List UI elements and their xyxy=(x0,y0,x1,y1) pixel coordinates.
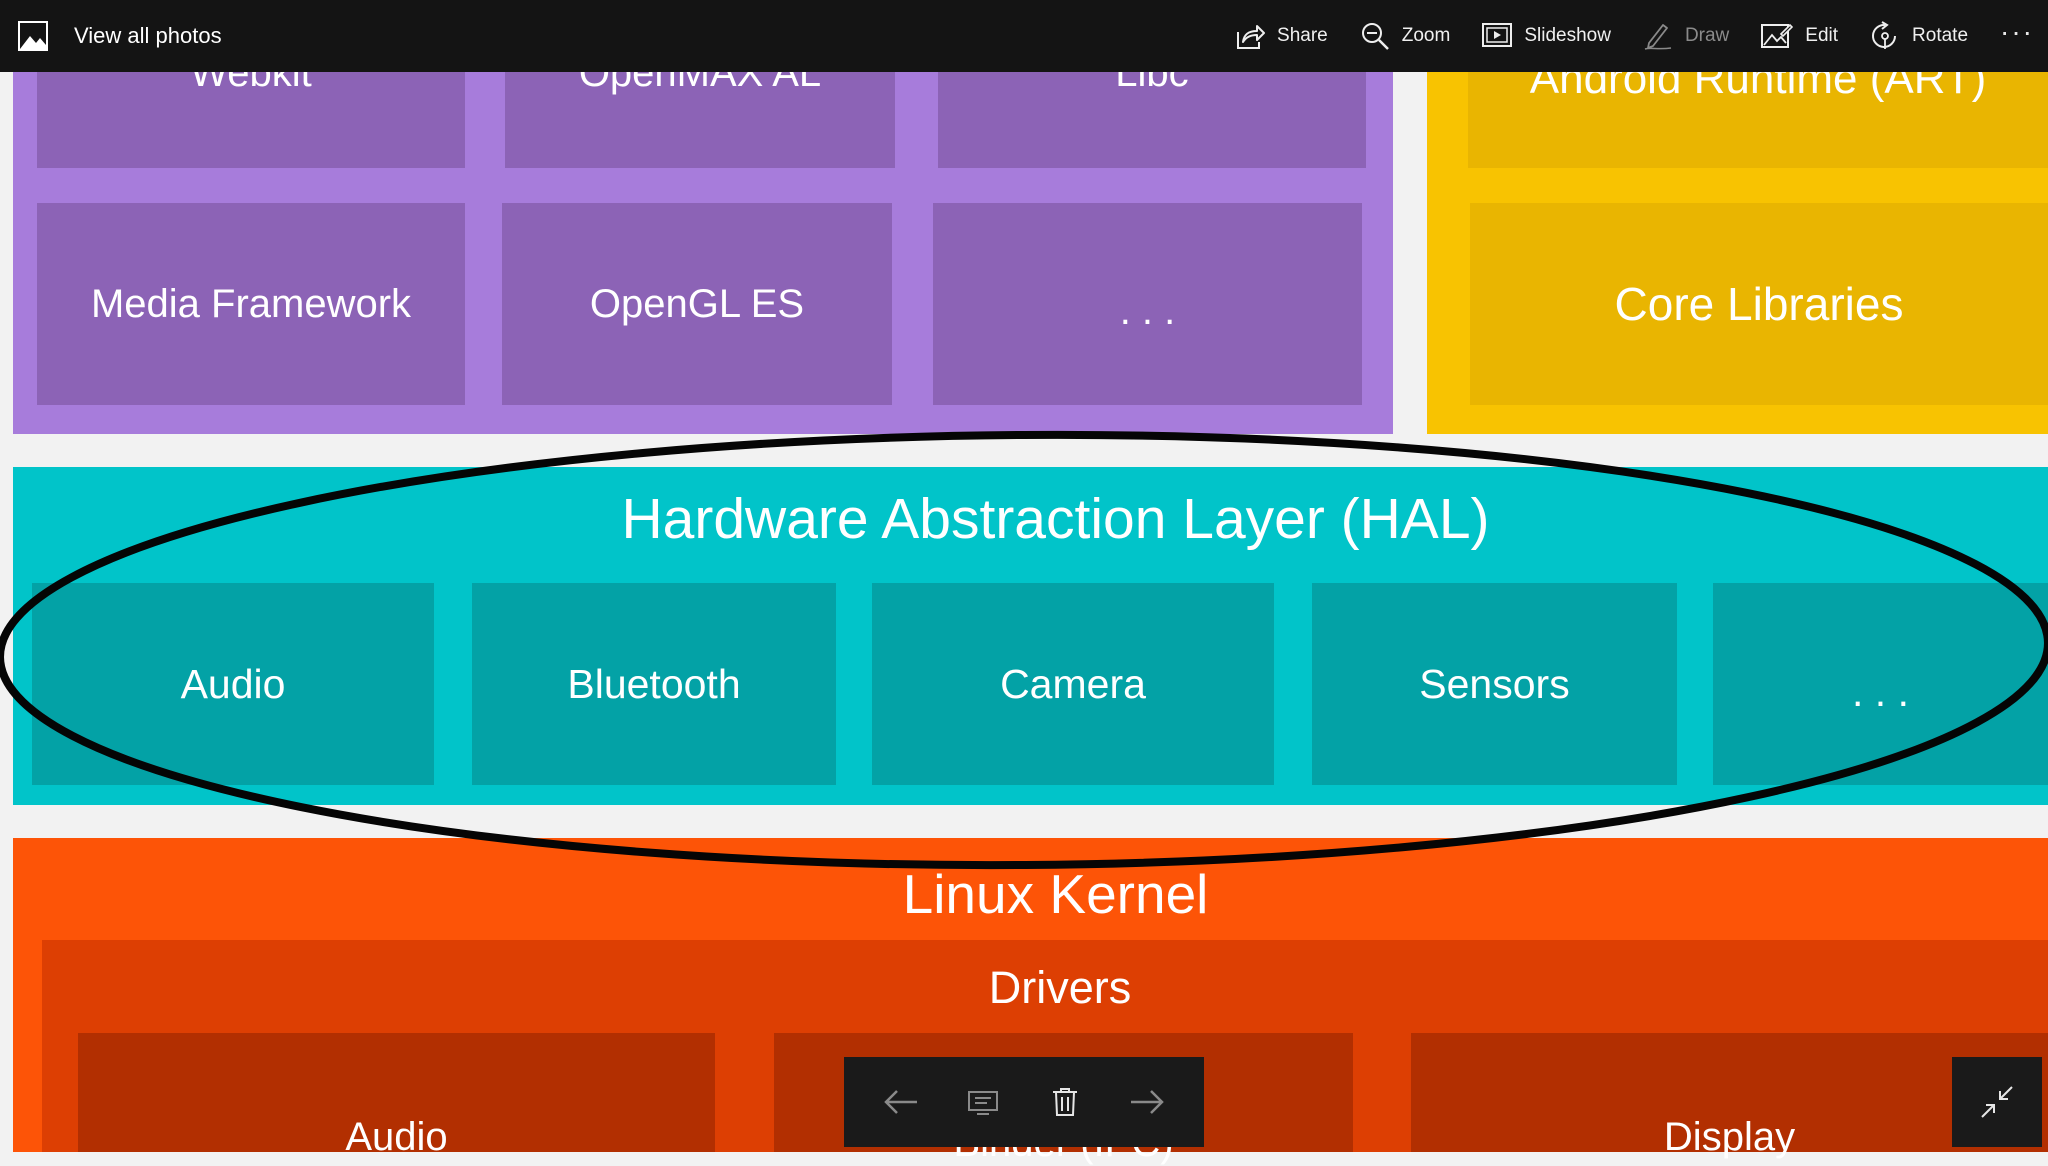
kernel-title: Linux Kernel xyxy=(902,863,1209,925)
photo-icon xyxy=(18,21,48,51)
filmstrip-icon xyxy=(968,1091,998,1115)
driver-audio: Audio xyxy=(78,1033,715,1159)
lib-more: . . . xyxy=(933,203,1362,405)
core-libraries-box: Core Libraries xyxy=(1470,203,2048,405)
view-all-photos-button[interactable]: View all photos xyxy=(18,0,222,72)
draw-label: Draw xyxy=(1684,25,1730,46)
rotate-icon xyxy=(1872,21,1897,49)
drivers-title: Drivers xyxy=(988,962,1132,1013)
hal-sensors: Sensors xyxy=(1312,583,1677,785)
lib-opengl: OpenGL ES xyxy=(502,203,892,405)
lib-media-framework: Media Framework xyxy=(37,203,465,405)
hal-audio-label: Audio xyxy=(180,660,286,707)
pen-icon xyxy=(1644,24,1672,50)
arrow-left-icon xyxy=(884,1090,917,1114)
view-all-photos-label: View all photos xyxy=(74,23,222,48)
hal-more-label: . . . xyxy=(1852,668,1909,715)
delete-button[interactable] xyxy=(1039,1076,1091,1128)
hal-audio: Audio xyxy=(32,583,434,785)
core-libraries-label: Core Libraries xyxy=(1614,278,1904,330)
hal-camera: Camera xyxy=(872,583,1274,785)
next-photo-button[interactable] xyxy=(1121,1076,1173,1128)
share-icon xyxy=(1237,25,1266,49)
driver-display-label: Display xyxy=(1663,1115,1796,1159)
share-label: Share xyxy=(1277,25,1328,46)
filmstrip-button[interactable] xyxy=(957,1076,1009,1128)
lib-media-framework-label: Media Framework xyxy=(90,281,412,326)
rotate-button[interactable]: Rotate xyxy=(1870,21,1968,51)
lib-opengl-label: OpenGL ES xyxy=(589,281,805,326)
driver-audio-label: Audio xyxy=(345,1115,448,1159)
slideshow-label: Slideshow xyxy=(1524,25,1611,46)
photos-topbar: View all photos Share Zoom Slideshow xyxy=(0,0,2048,72)
zoom-icon xyxy=(1361,23,1389,50)
edit-label: Edit xyxy=(1805,25,1839,46)
hal-more: . . . xyxy=(1713,583,2048,785)
previous-photo-button[interactable] xyxy=(875,1076,927,1128)
draw-button[interactable]: Draw xyxy=(1643,21,1729,51)
hal-title: Hardware Abstraction Layer (HAL) xyxy=(621,487,1490,551)
lib-more-label: . . . xyxy=(1119,288,1176,333)
hal-bluetooth-label: Bluetooth xyxy=(567,660,741,707)
slideshow-icon xyxy=(1482,23,1513,47)
hal-camera-label: Camera xyxy=(1000,660,1146,707)
more-icon: ··· xyxy=(2000,16,2034,47)
driver-display: Display xyxy=(1411,1033,2048,1159)
more-options-button[interactable]: ··· xyxy=(2000,16,2034,56)
arrow-right-icon xyxy=(1131,1090,1164,1114)
edit-button[interactable]: Edit xyxy=(1761,22,1838,50)
edit-image-icon xyxy=(1761,23,1794,48)
hal-bluetooth: Bluetooth xyxy=(472,583,836,785)
rotate-label: Rotate xyxy=(1912,25,1969,46)
bottom-controls xyxy=(844,1057,1204,1147)
zoom-label: Zoom xyxy=(1401,25,1451,46)
slideshow-button[interactable]: Slideshow xyxy=(1482,23,1611,49)
exit-fullscreen-icon xyxy=(1981,1086,2013,1118)
hal-sensors-label: Sensors xyxy=(1419,660,1570,707)
exit-fullscreen-button[interactable] xyxy=(1952,1057,2042,1147)
zoom-button[interactable]: Zoom xyxy=(1360,21,1451,51)
trash-icon xyxy=(1053,1088,1077,1116)
share-button[interactable]: Share xyxy=(1235,22,1328,50)
